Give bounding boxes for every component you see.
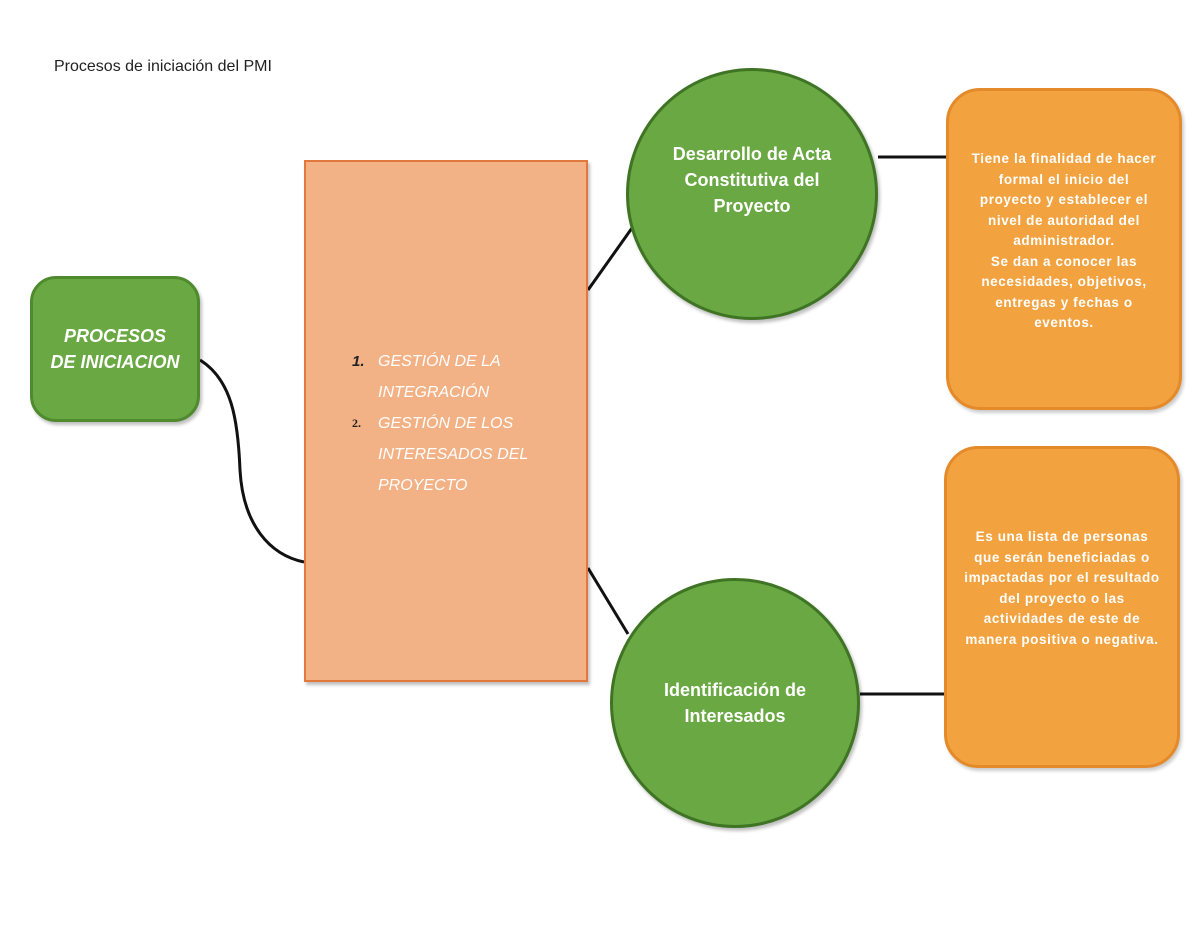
connector-process-to-acta <box>586 227 634 291</box>
node-identificacion-interesados: Identificación de Interesados <box>610 578 860 828</box>
process-item-text: GESTIÓN DE LA INTEGRACIÓN <box>378 353 501 401</box>
process-item-integracion: 1. GESTIÓN DE LA INTEGRACIÓN <box>350 346 570 408</box>
connector-start-to-process <box>199 358 305 564</box>
start-node-label: PROCESOS DE INICIACION <box>50 326 180 372</box>
process-areas-box: 1. GESTIÓN DE LA INTEGRACIÓN 2. GESTIÓN … <box>304 160 588 682</box>
start-node-procesos-iniciacion: PROCESOS DE INICIACION <box>30 276 200 422</box>
process-item-number: 1. <box>352 353 365 370</box>
description-interesados-text: Es una lista de personas que serán benef… <box>964 529 1160 647</box>
process-areas-list: 1. GESTIÓN DE LA INTEGRACIÓN 2. GESTIÓN … <box>350 346 570 501</box>
page-title: Procesos de iniciación del PMI <box>54 58 272 75</box>
description-box-acta: Tiene la finalidad de hacer formal el in… <box>946 88 1182 410</box>
node-interesados-label: Identificación de Interesados <box>663 680 807 726</box>
description-acta-text: Tiene la finalidad de hacer formal el in… <box>971 151 1157 330</box>
node-acta-constitutiva: Desarrollo de Acta Constitutiva del Proy… <box>626 68 878 320</box>
process-item-number: 2. <box>352 416 361 430</box>
description-box-interesados: Es una lista de personas que serán benef… <box>944 446 1180 768</box>
connector-process-to-interesados <box>586 567 630 635</box>
process-item-interesados: 2. GESTIÓN DE LOS INTERESADOS DEL PROYEC… <box>350 408 570 501</box>
process-item-text: GESTIÓN DE LOS INTERESADOS DEL PROYECTO <box>378 415 528 494</box>
node-acta-label: Desarrollo de Acta Constitutiva del Proy… <box>672 144 832 216</box>
